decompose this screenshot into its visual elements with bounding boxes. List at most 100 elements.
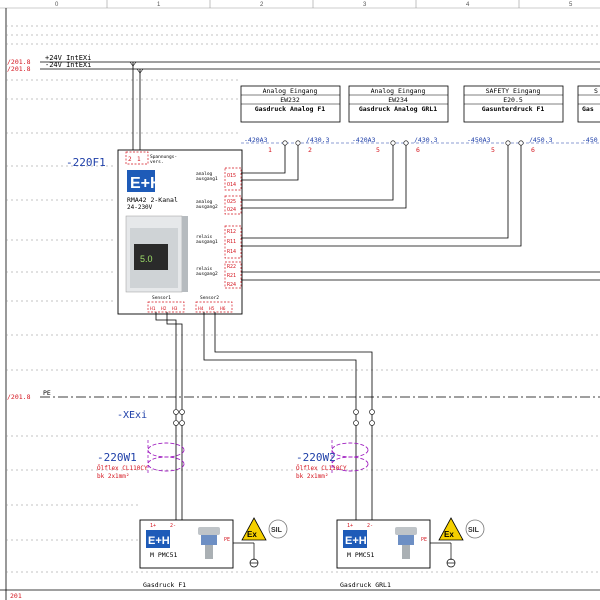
xexi-label: -XExi xyxy=(117,410,147,421)
ex-warning-icon xyxy=(438,517,464,541)
supply-term-2: 2 xyxy=(128,156,132,163)
io2-left[interactable]: -420A3 xyxy=(352,136,376,144)
ruler-col-2: 2 xyxy=(260,2,264,8)
ruler-col-4: 4 xyxy=(466,2,470,8)
svg-text:Ex: Ex xyxy=(247,530,257,539)
ex-warning-icon xyxy=(241,517,267,541)
term-O25: O25 xyxy=(227,199,236,205)
sensor2-term-pe: PE xyxy=(421,537,427,543)
io2-name: Gasdruck Analog GRL1 xyxy=(359,105,437,113)
supply-plus-label: +24V IntEXi xyxy=(45,54,91,62)
device-voltage: 24-230V xyxy=(127,204,153,211)
cable2-type: Ölflex CL110CY xyxy=(296,465,347,472)
cable1-tag: -220W1 xyxy=(97,451,137,464)
io1-left[interactable]: -420A3 xyxy=(244,136,268,144)
sensor-term-1: H1 xyxy=(150,306,156,312)
sensor2-caption: Gasdruck GRL1 xyxy=(340,581,391,589)
supply-term-1: 1 xyxy=(137,156,141,163)
ref-top2[interactable]: /201.8 xyxy=(7,65,31,73)
io2-title: Analog Eingang xyxy=(371,87,426,95)
term-R12: R12 xyxy=(227,229,236,235)
ruler-col-1: 1 xyxy=(157,2,161,8)
io3-name: Gasunterdruck F1 xyxy=(482,105,545,113)
sensor1-label: Sensor1 xyxy=(152,295,171,301)
pe-label: PE xyxy=(43,389,51,397)
supply-minus-label: -24V IntEXi xyxy=(45,61,91,69)
ref-top1[interactable]: /201.8 xyxy=(7,58,31,66)
sil-icon xyxy=(465,519,485,539)
sensor-pmc51-f1[interactable]: 1+ 2- PE E+H M PMC51 Gasdruck F1 xyxy=(139,519,234,589)
sensor1-eh-logo xyxy=(146,530,170,548)
svg-text:E+H: E+H xyxy=(345,535,367,547)
io-box-2[interactable]: Analog Eingang EW234 Gasdruck Analog GRL… xyxy=(348,85,449,154)
io1-title: Analog Eingang xyxy=(263,87,318,95)
io2-t1: 5 xyxy=(376,146,380,154)
sensor-term-2: H2 xyxy=(161,306,167,312)
rma42-device[interactable]: 2 1 Spannungs-vers. E+H RMA42 2-Kanal 24… xyxy=(117,149,243,315)
io1-addr: EW232 xyxy=(280,96,300,104)
sensor2-image xyxy=(395,527,417,559)
io3-title: SAFETY Eingang xyxy=(486,87,541,95)
term-R14: R14 xyxy=(227,249,236,255)
page-number: 201 xyxy=(10,592,22,600)
io3-right[interactable]: /450.3 xyxy=(529,136,553,144)
term-R21: R21 xyxy=(227,273,236,279)
term-O15: O15 xyxy=(227,173,236,179)
svg-text:E+H: E+H xyxy=(130,175,162,192)
term-R24: R24 xyxy=(227,282,236,288)
term-O14: O14 xyxy=(227,182,236,188)
io2-right[interactable]: /430.3 xyxy=(414,136,438,144)
io3-addr: E20.5 xyxy=(503,96,523,104)
io1-name: Gasdruck Analog F1 xyxy=(255,105,326,113)
sensor-term-6: H6 xyxy=(220,306,226,312)
ruler-col-3: 3 xyxy=(363,2,367,8)
cable-220W1[interactable]: -220W1 Ölflex CL110CY bk 2x1mm² xyxy=(97,440,185,480)
eh-logo: E+H xyxy=(127,170,162,192)
device-model: RMA42 2-Kanal xyxy=(127,196,178,204)
cable2-tag: -220W2 xyxy=(296,451,336,464)
sensor-term-5: H5 xyxy=(209,306,215,312)
svg-text:5.0: 5.0 xyxy=(140,254,153,264)
sensor2-term-minus: 2- xyxy=(367,523,373,529)
ref-pe[interactable]: /201.8 xyxy=(7,393,31,401)
device-tag: -220F1 xyxy=(66,156,106,169)
io-box-4[interactable]: S Gas -450 xyxy=(577,85,600,144)
io4-name: Gas xyxy=(582,105,594,113)
cable1-size: bk 2x1mm² xyxy=(97,473,130,480)
cable-220W2[interactable]: -220W2 Ölflex CL110CY bk 2x1mm² xyxy=(296,440,369,480)
io1-t2: 2 xyxy=(308,146,312,154)
io-box-1[interactable]: Analog Eingang EW232 Gasdruck Analog F1 … xyxy=(240,85,341,154)
io-box-3[interactable]: SAFETY Eingang E20.5 Gasunterdruck F1 -4… xyxy=(463,85,564,154)
supply-label: Spannungs-vers. xyxy=(150,154,177,165)
io3-left[interactable]: -450A3 xyxy=(467,136,491,144)
svg-text:E+H: E+H xyxy=(148,535,170,547)
svg-text:Ex: Ex xyxy=(444,530,454,539)
sensor2-term-plus: 1+ xyxy=(347,523,353,529)
io4-title: S xyxy=(594,87,598,95)
sil-icon xyxy=(268,519,288,539)
ruler-col-0: 0 xyxy=(55,2,59,8)
xexi-terminals[interactable] xyxy=(173,409,375,426)
sensor2-label: Sensor2 xyxy=(200,295,219,301)
svg-text:SIL: SIL xyxy=(271,527,283,534)
sensor-pmc51-grl1[interactable]: 1+ 2- PE E+H M PMC51 Gasdruck GRL1 xyxy=(336,519,431,589)
signal-wiring xyxy=(155,145,600,520)
term-R11: R11 xyxy=(227,239,236,245)
column-ruler: 0 1 2 3 4 5 xyxy=(0,0,600,9)
io2-t2: 6 xyxy=(416,146,420,154)
io3-t1: 5 xyxy=(491,146,495,154)
ex-sil-marks-1: Ex SIL xyxy=(233,517,288,568)
sensor2-model: M PMC51 xyxy=(347,551,374,559)
term-R22: R22 xyxy=(227,264,236,270)
sensor1-model: M PMC51 xyxy=(150,551,177,559)
sensor1-term-minus: 2- xyxy=(170,523,176,529)
io4-left[interactable]: -450 xyxy=(582,136,598,144)
io1-t1: 1 xyxy=(268,146,272,154)
io1-right[interactable]: /430.3 xyxy=(306,136,330,144)
ex-sil-marks-2: Ex SIL xyxy=(430,517,485,568)
svg-text:SIL: SIL xyxy=(468,527,480,534)
